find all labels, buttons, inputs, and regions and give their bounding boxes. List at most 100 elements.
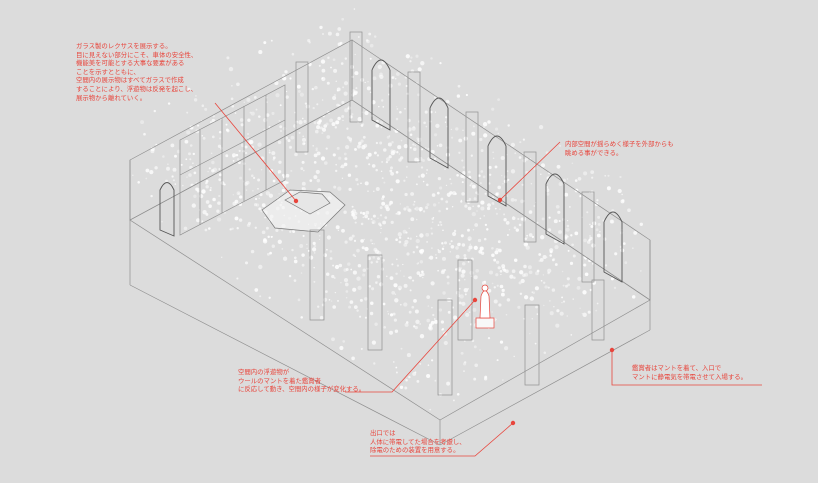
particle xyxy=(430,320,435,325)
particle xyxy=(316,125,321,130)
particle xyxy=(555,204,560,209)
particle xyxy=(388,83,393,88)
particle xyxy=(449,251,452,253)
particle xyxy=(322,33,324,35)
particle xyxy=(400,270,402,272)
particle xyxy=(395,72,400,76)
particle xyxy=(315,149,318,152)
particle xyxy=(430,57,433,60)
particle xyxy=(510,198,515,202)
particle xyxy=(429,408,432,411)
particle xyxy=(235,153,239,157)
particle xyxy=(204,228,208,232)
particle xyxy=(331,122,336,127)
particle xyxy=(440,197,444,201)
particle xyxy=(252,176,256,180)
particle xyxy=(232,155,235,158)
particle xyxy=(440,270,445,275)
particle xyxy=(483,215,486,217)
particle xyxy=(367,256,371,261)
particle xyxy=(319,315,324,320)
particle xyxy=(564,234,568,239)
particle xyxy=(366,86,371,91)
particle xyxy=(369,91,372,94)
particle xyxy=(332,58,336,62)
particle xyxy=(265,113,270,117)
particle xyxy=(252,189,254,192)
particle xyxy=(346,127,349,130)
particle xyxy=(617,188,622,194)
particle xyxy=(520,278,525,284)
pillar xyxy=(581,191,595,283)
particle xyxy=(544,285,548,289)
particle xyxy=(468,311,471,314)
particle xyxy=(522,273,526,278)
particle xyxy=(359,211,363,215)
back-wall-pillars xyxy=(295,31,595,283)
particle xyxy=(493,286,496,289)
particle xyxy=(432,313,435,317)
particle xyxy=(360,239,364,243)
particle xyxy=(359,298,363,302)
particle xyxy=(449,178,452,181)
particle xyxy=(438,143,443,148)
particle xyxy=(231,227,234,231)
particle xyxy=(584,272,589,277)
particle xyxy=(426,183,429,187)
particle xyxy=(368,285,372,288)
particle xyxy=(346,136,350,139)
particle xyxy=(408,276,412,280)
particle xyxy=(467,248,471,252)
particle xyxy=(185,158,188,161)
particle xyxy=(270,235,273,238)
particle xyxy=(263,238,267,242)
particle xyxy=(553,219,558,224)
particle xyxy=(442,291,446,295)
particle xyxy=(561,301,563,304)
particle xyxy=(232,160,235,162)
particle xyxy=(166,166,170,171)
particle xyxy=(279,125,283,129)
particle xyxy=(352,270,357,275)
particle xyxy=(446,281,450,285)
particle xyxy=(566,277,570,281)
particle xyxy=(192,152,195,156)
particle xyxy=(313,175,318,180)
particle xyxy=(405,321,409,324)
particle xyxy=(463,288,468,293)
particle xyxy=(472,125,475,128)
particle xyxy=(497,98,500,101)
particle xyxy=(424,147,427,150)
particle xyxy=(395,170,399,174)
particle xyxy=(430,281,435,286)
particle xyxy=(543,281,546,284)
particle xyxy=(633,230,638,235)
particle xyxy=(402,229,407,234)
particle xyxy=(491,311,493,313)
particle xyxy=(390,313,393,316)
particle xyxy=(416,137,419,140)
particle xyxy=(505,221,510,225)
particle xyxy=(471,211,476,217)
particle xyxy=(405,379,408,382)
particle xyxy=(444,121,447,123)
particle xyxy=(604,264,608,267)
particle xyxy=(195,182,198,184)
particle xyxy=(468,245,473,250)
particle xyxy=(486,228,489,231)
particle xyxy=(431,247,433,249)
particle xyxy=(595,228,599,232)
particle xyxy=(390,188,394,192)
particle xyxy=(569,206,571,208)
particle xyxy=(416,247,418,249)
particle xyxy=(576,285,581,290)
column xyxy=(367,254,383,351)
particle xyxy=(528,233,533,237)
particle xyxy=(344,282,349,287)
particle xyxy=(271,151,276,156)
particle xyxy=(456,392,460,396)
particle xyxy=(494,250,499,255)
particle xyxy=(236,158,240,161)
particle xyxy=(301,181,306,186)
particle xyxy=(315,169,320,174)
